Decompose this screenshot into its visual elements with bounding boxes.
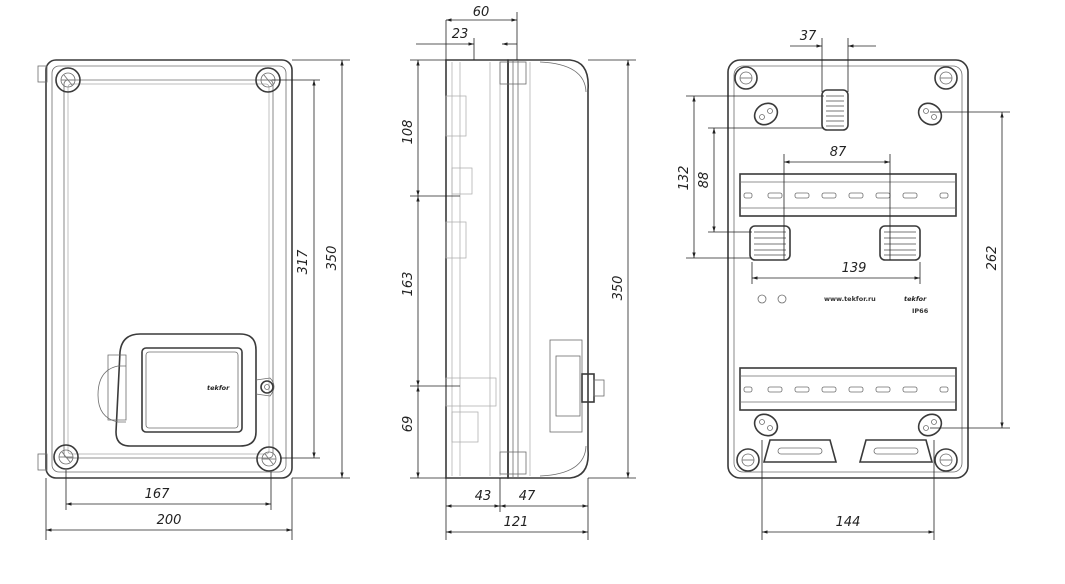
dim-label-height-132: 132 [677,166,692,191]
back-view: www.tekfor.ru tekfor IP66 37 [677,29,1010,540]
hinge-tab-top [37,65,48,83]
dim-label-vent-spacing: 139 [842,261,867,276]
side-base-outline [445,59,509,479]
dim-label-bottom-section: 69 [401,416,416,433]
mount-hole-bl [753,413,779,437]
front-view: tekfor 200 167 317 350 [37,59,350,540]
dim-label-top-section: 108 [401,120,416,145]
back-corner-screw-tr [934,66,958,90]
back-website-text: www.tekfor.ru [824,295,876,303]
front-lid-panel [63,79,274,459]
mount-hole-br [917,413,943,437]
side-lid-outline [507,59,589,479]
dim-label-lid-part: 47 [519,489,536,504]
din-rail-top [739,173,957,217]
dim-label-base-part: 43 [475,489,492,504]
cable-entry-left [762,439,838,463]
ground-symbol-icon [757,294,767,304]
dim-label-height-overall: 350 [325,246,340,271]
corner-screw-bottom-left [53,444,79,470]
back-corner-screw-tl [734,66,758,90]
front-logo-text: tekfor [207,384,230,392]
back-corner-screw-bl [736,448,760,472]
recycle-symbol-icon [777,294,787,304]
dim-label-middle-section: 163 [401,272,416,297]
meter-window [97,333,275,447]
front-lid-inner-panel [67,83,270,455]
front-housing-outline [45,59,293,479]
front-housing-inner-outline [51,65,287,473]
dim-label-hole-pitch: 87 [830,145,847,160]
dim-label-height-262: 262 [985,246,1000,271]
side-view: 60 23 108 163 69 43 47 121 350 [401,5,636,540]
dim-label-depth-total: 60 [473,5,490,20]
vent-top [821,89,849,131]
dim-label-width-overall: 200 [157,513,182,528]
mount-hole-tl [753,102,779,126]
corner-screw-top-left [55,67,81,93]
mount-hole-tr [917,102,943,126]
hinge-tab-bottom [37,453,48,471]
dim-label-vent-width: 37 [800,29,817,44]
din-rail-bottom [739,367,957,411]
back-corner-screw-br [934,448,958,472]
dim-label-height-88: 88 [697,172,712,189]
vent-right [879,225,921,261]
corner-screw-bottom-right [256,446,282,472]
ip-rating-text: IP66 [912,307,929,315]
cable-entry-right [858,439,934,463]
back-logo-text: tekfor [904,295,927,303]
dim-label-width-inner: 167 [145,487,171,502]
dim-label-lid-depth: 23 [452,27,469,42]
dim-label-side-height-overall: 350 [611,276,626,301]
side-latch [549,339,605,433]
dim-label-mount-width: 144 [836,515,861,530]
dim-label-height-inner: 317 [296,249,311,275]
vent-left [749,225,791,261]
dim-label-depth-overall: 121 [504,515,529,530]
